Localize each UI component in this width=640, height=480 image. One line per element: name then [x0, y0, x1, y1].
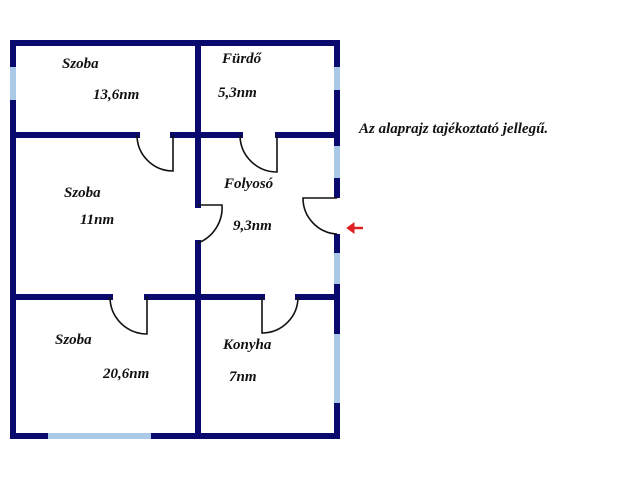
room-area-szoba-2: 11nm — [80, 212, 115, 228]
door-konyha — [261, 296, 299, 334]
door-szoba1 — [136, 134, 174, 172]
room-name-konyha: Konyha — [223, 337, 272, 353]
arrow-left-icon — [346, 222, 363, 234]
disclaimer-note: Az alaprajz tajékoztató jellegű. — [359, 121, 549, 137]
room-area-furdo: 5,3nm — [218, 85, 257, 101]
room-name-folyoso: Folyosó — [224, 176, 274, 192]
room-area-folyoso: 9,3nm — [233, 218, 272, 234]
room-area-konyha: 7nm — [229, 369, 257, 385]
room-name-szoba-1: Szoba — [62, 56, 99, 72]
room-area-szoba-3: 20,6nm — [103, 366, 150, 382]
room-name-szoba-2: Szoba — [64, 185, 101, 201]
room-name-szoba-3: Szoba — [55, 332, 92, 348]
door-szoba2 — [197, 204, 223, 244]
room-name-furdo: Fürdő — [222, 51, 262, 67]
windows — [10, 67, 340, 439]
walls — [10, 40, 340, 439]
room-area-szoba-1: 13,6nm — [93, 87, 140, 103]
door-entrance — [302, 197, 338, 235]
door-furdo — [239, 134, 278, 173]
door-szoba3 — [109, 296, 148, 335]
doors — [109, 134, 338, 335]
